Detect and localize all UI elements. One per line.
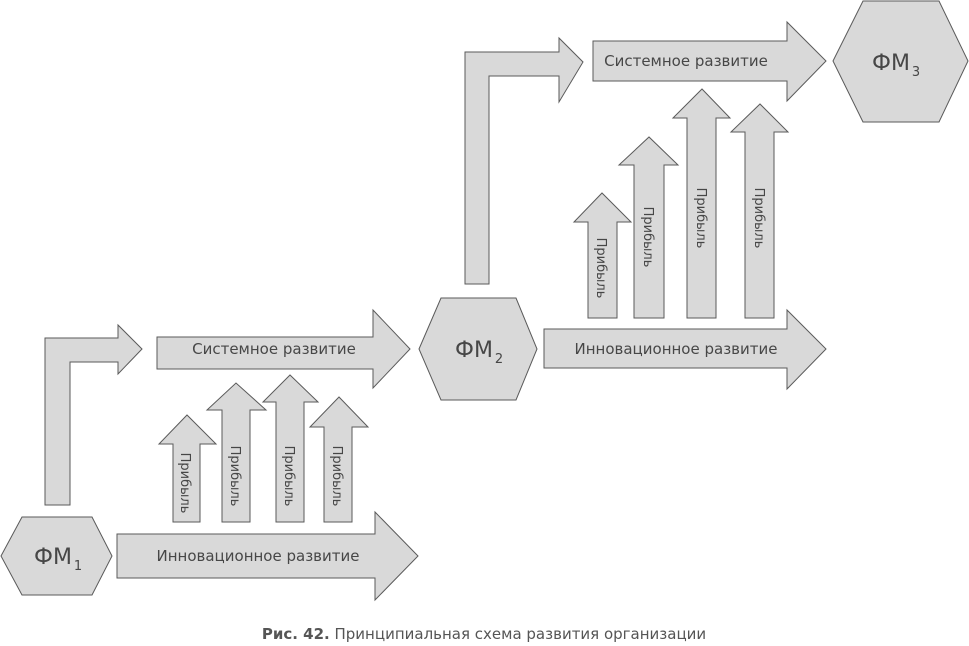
profit-arrow — [729, 103, 790, 319]
figure-number: Рис. 42. — [262, 625, 330, 643]
profit-label: Прибыль — [593, 238, 608, 299]
profit-label: Прибыль — [227, 446, 242, 507]
profit-arrow — [205, 382, 268, 523]
innovation-arrow-1 — [116, 510, 419, 602]
figure-title: Принципиальная схема развития организаци… — [335, 625, 707, 643]
profit-label: Прибыль — [329, 446, 344, 507]
fm3-hexagon — [832, 0, 969, 123]
profit-label: Прибыль — [693, 188, 708, 249]
profit-arrow — [261, 374, 320, 523]
systemic-arrow-2 — [592, 20, 827, 103]
fm2-hexagon — [418, 297, 538, 401]
profit-arrow — [308, 396, 370, 523]
transition-arrow-2 — [464, 36, 584, 285]
transition-arrow-1 — [44, 323, 143, 506]
profit-arrow — [617, 136, 680, 319]
profit-arrow — [157, 414, 218, 523]
innovation-arrow-2 — [543, 308, 827, 391]
profit-label: Прибыль — [751, 188, 766, 249]
profit-arrow — [572, 192, 633, 319]
figure-caption: Рис. 42. Принципиальная схема развития о… — [262, 625, 706, 643]
systemic-label-2: Системное развитие — [604, 52, 768, 70]
profit-label: Прибыль — [640, 207, 655, 268]
profit-label: Прибыль — [177, 453, 192, 514]
profit-label: Прибыль — [281, 446, 296, 507]
fm1-hexagon — [0, 516, 113, 596]
profit-arrow — [671, 88, 732, 319]
systemic-arrow-1 — [156, 308, 411, 390]
innovation-label-2: Инновационное развитие — [575, 340, 778, 358]
innovation-label-1: Инновационное развитие — [157, 547, 360, 565]
systemic-label-1: Системное развитие — [192, 340, 356, 358]
